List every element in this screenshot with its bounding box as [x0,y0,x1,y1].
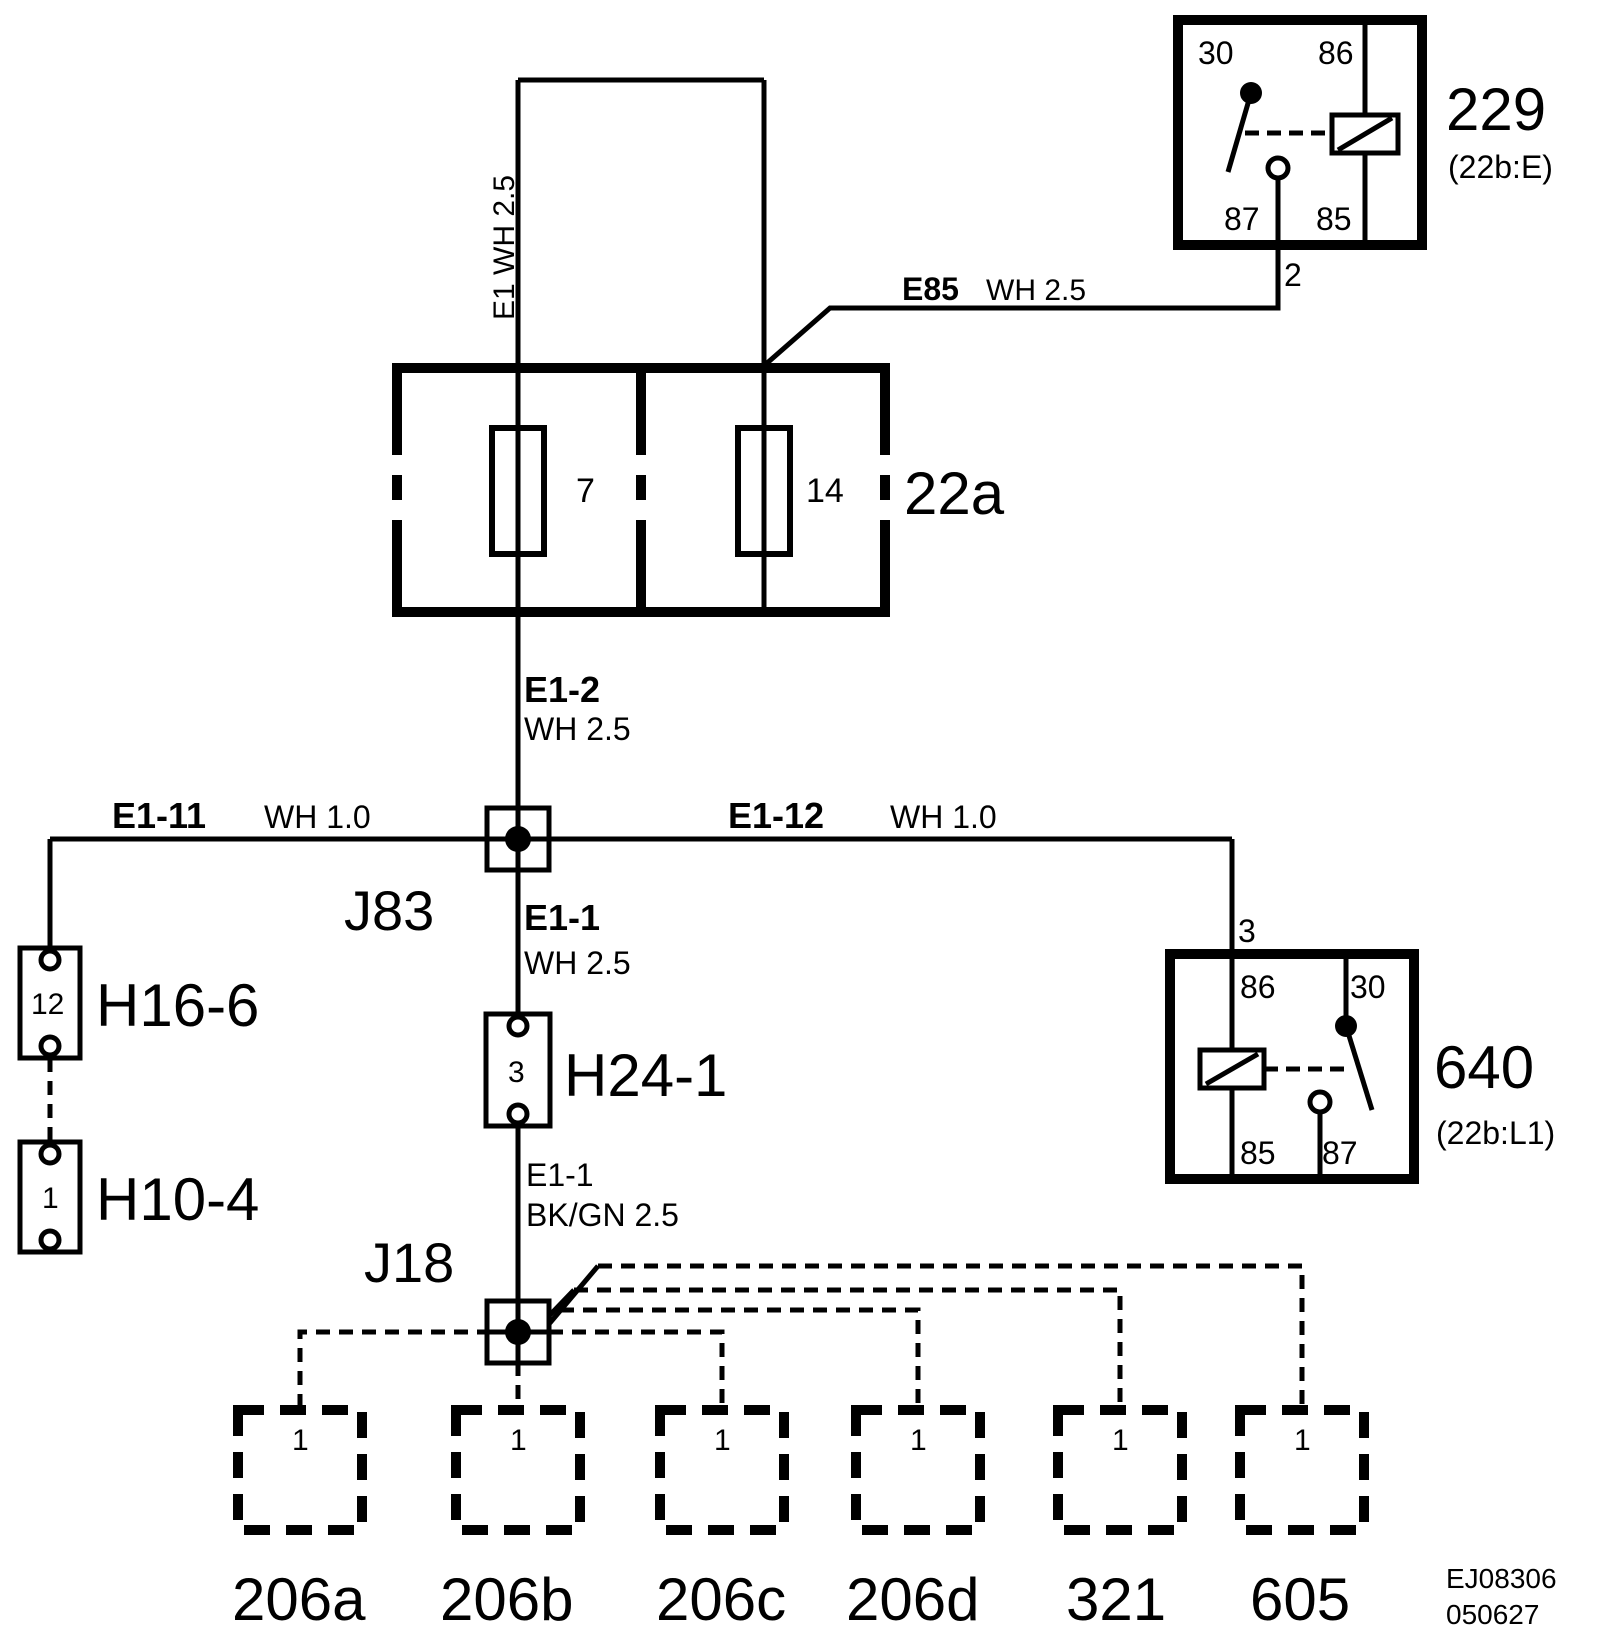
wire-e1-2-code: E1-2 [524,669,600,710]
relay-640-switch-arm [1343,1025,1375,1111]
relay-640: 3 86 30 85 87 640 (22b:L1) [1165,839,1555,1184]
component-321: 1 321 [1053,1405,1187,1633]
relay-229-pin-87: 87 [1224,201,1260,237]
fusebox-label: 22a [904,460,1005,527]
component-206d-pin: 1 [910,1424,927,1457]
component-206d: 1 206d [846,1405,985,1633]
relay-229-pin-85: 85 [1316,201,1352,237]
relay-640-wire-pin: 3 [1238,913,1256,949]
wire-e85 [764,240,1281,366]
relay-229-wire-pin: 2 [1284,257,1302,293]
wire-to-206c [549,1329,725,1408]
component-605-label: 605 [1250,1566,1350,1633]
relay-229-label: 229 [1446,76,1546,143]
wire-e1-11-code: E1-11 [112,795,206,836]
connector-h10-4-pin: 1 [42,1182,59,1215]
connector-h16-6-pin: 12 [31,988,64,1021]
component-605: 1 605 [1235,1405,1369,1633]
relay-229-frame [1173,15,1427,250]
wire-e1-1b-code: E1-1 [526,1157,594,1193]
component-321-label: 321 [1066,1566,1166,1633]
splice-j18-label: J18 [364,1231,454,1294]
wire-to-321 [574,1287,1123,1408]
relay-640-pin-86: 86 [1240,969,1276,1005]
relay-229-ref: (22b:E) [1448,149,1553,185]
footer-code: EJ08306 [1446,1563,1557,1594]
relay-229-contact-87 [1265,155,1291,181]
component-206b-pin: 1 [510,1424,527,1457]
relay-640-pin-85: 85 [1240,1135,1276,1171]
component-206a: 1 206a [232,1405,367,1633]
fuse-7-label: 7 [576,472,595,510]
component-206c-label: 206c [656,1566,786,1633]
splice-j83-label: J83 [344,879,434,942]
relay-640-contact-87 [1307,1089,1333,1115]
wire-e1-1-spec: WH 2.5 [524,945,631,981]
relay-640-frame [1165,949,1419,1184]
wire-e1-2-spec: WH 2.5 [524,711,631,747]
connector-h24-1-pin: 3 [508,1056,525,1089]
connector-h10-4-label: H10-4 [96,1166,259,1233]
wire-e1-1b-spec: BK/GN 2.5 [526,1197,679,1233]
relay-229-pin-86: 86 [1318,35,1354,71]
connector-h16-6-label: H16-6 [96,972,259,1039]
relay-640-ref: (22b:L1) [1436,1115,1555,1151]
relay-640-pin-87: 87 [1322,1135,1358,1171]
wire-to-605 [598,1263,1305,1408]
component-206b: 1 206b [440,1405,585,1633]
wire-to-206a [297,1329,487,1408]
relay-229-pin-30: 30 [1198,35,1234,71]
connector-h10-4 [17,1139,83,1255]
relay-640-label: 640 [1434,1034,1534,1101]
relay-229: 30 86 87 85 229 (22b:E) 2 [1173,15,1553,293]
footer-date: 050627 [1446,1599,1539,1630]
fuse-14-label: 14 [806,472,844,510]
wire-e1-12-spec: WH 1.0 [890,799,997,835]
relay-640-pin-30: 30 [1350,969,1386,1005]
connector-h24-1-label: H24-1 [564,1042,727,1109]
wire-e85-spec: WH 2.5 [986,274,1086,307]
component-206b-label: 206b [440,1566,573,1633]
wire-e1-11-spec: WH 1.0 [264,799,371,835]
wire-e1-1-code: E1-1 [524,897,600,938]
relay-229-switch-arm [1225,92,1254,173]
component-206c-pin: 1 [714,1424,731,1457]
component-206a-pin: 1 [292,1424,309,1457]
wire-e1-12-code: E1-12 [728,795,824,836]
fusebox-22a: 7 14 22a [392,363,1005,617]
component-206a-label: 206a [232,1566,366,1633]
wire-e85-code: E85 [902,271,959,307]
component-321-pin: 1 [1112,1424,1129,1457]
component-206c: 1 206c [655,1405,789,1633]
component-206d-label: 206d [846,1566,979,1633]
wire-e1-label: E1 WH 2.5 [488,175,521,320]
component-605-pin: 1 [1294,1424,1311,1457]
wire-to-206d [560,1307,921,1408]
